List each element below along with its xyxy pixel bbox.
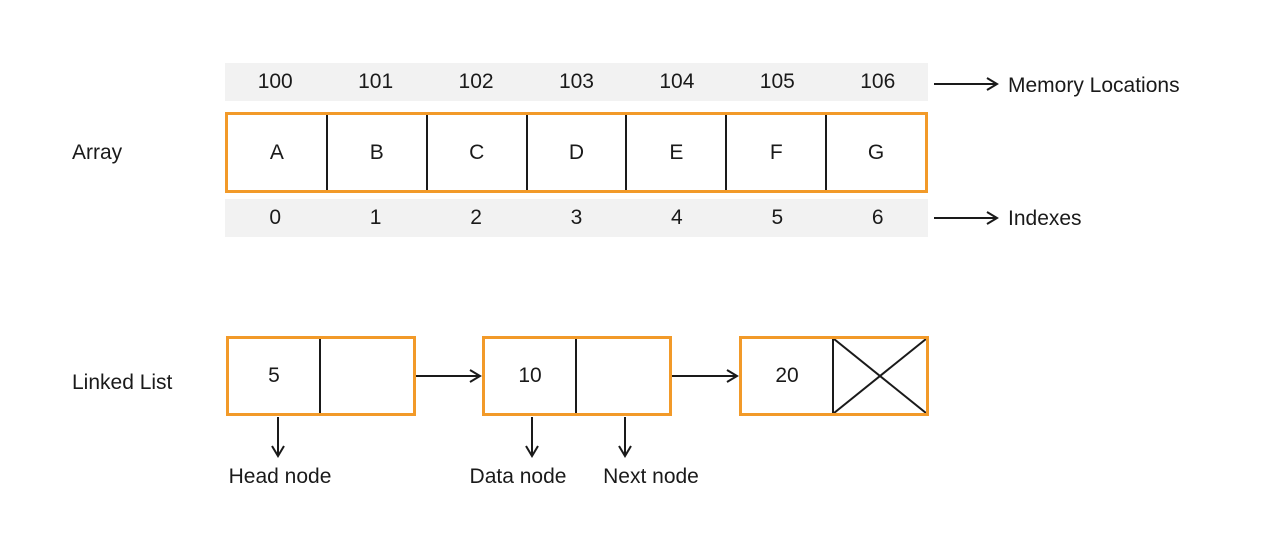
right-arrow-icon [416, 369, 482, 383]
memory-location-cell: 102 [458, 70, 494, 93]
linked-list-node: 20 [739, 336, 929, 416]
memory-locations-caption: Memory Locations [1008, 74, 1180, 97]
head-node-label: Head node [228, 465, 332, 488]
node-data-field: 5 [229, 339, 321, 413]
node-data-field: 10 [485, 339, 577, 413]
next-node-label: Next node [603, 465, 699, 488]
array-cell: C [428, 115, 528, 190]
index-cell: 1 [369, 206, 382, 229]
node-next-field [834, 339, 926, 413]
linked-list-node: 5 [226, 336, 416, 416]
index-cell: 2 [470, 206, 482, 229]
node-next-field [577, 339, 669, 413]
array-cell: B [328, 115, 428, 190]
index-cell: 3 [570, 206, 583, 229]
linked-list-section-label: Linked List [72, 371, 173, 394]
right-arrow-icon [934, 77, 999, 91]
array-cell: F [727, 115, 828, 190]
array-box: A B C D E F G [225, 112, 928, 193]
indexes-band: 0 1 2 3 4 5 6 [225, 199, 928, 237]
right-arrow-icon [934, 211, 999, 225]
array-section-label: Array [72, 141, 123, 164]
null-pointer-x-icon [834, 339, 926, 413]
index-cell: 4 [671, 206, 683, 229]
down-arrow-icon [618, 417, 632, 458]
memory-location-cell: 104 [659, 70, 695, 93]
node-next-field [321, 339, 413, 413]
down-arrow-icon [525, 417, 539, 458]
array-cell: D [528, 115, 628, 190]
right-arrow-icon [672, 369, 739, 383]
memory-location-cell: 105 [759, 70, 795, 93]
data-node-label: Data node [469, 465, 567, 488]
memory-location-cell: 106 [860, 70, 896, 93]
memory-location-cell: 103 [558, 70, 594, 93]
memory-location-cell: 101 [358, 70, 394, 93]
memory-locations-band: 100 101 102 103 104 105 106 [225, 63, 928, 101]
array-cell: A [228, 115, 328, 190]
indexes-caption: Indexes [1008, 207, 1082, 230]
index-cell: 6 [871, 206, 884, 229]
array-cell: E [627, 115, 728, 190]
memory-location-cell: 100 [257, 70, 293, 93]
index-cell: 5 [771, 206, 784, 229]
linked-list-node: 10 [482, 336, 672, 416]
array-cell: G [867, 140, 885, 164]
node-data-field: 20 [742, 339, 834, 413]
down-arrow-icon [271, 417, 285, 458]
index-cell: 0 [269, 206, 282, 229]
